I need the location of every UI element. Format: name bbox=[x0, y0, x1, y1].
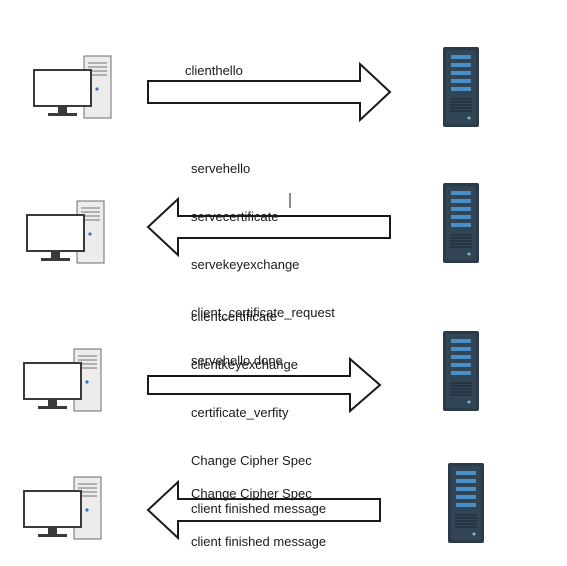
client-computer-icon bbox=[23, 476, 102, 540]
message-label: servehello done bbox=[191, 353, 283, 368]
arrow-to-server bbox=[147, 61, 392, 123]
client-computer-icon bbox=[23, 348, 102, 412]
arrow-to-client bbox=[146, 196, 391, 258]
message-label: Change Cipher Spec bbox=[191, 453, 312, 468]
message-label: servehello bbox=[191, 161, 251, 176]
step-2-messages: servehello servecertificate servekeyexch… bbox=[191, 129, 335, 385]
client-computer-icon bbox=[26, 200, 105, 264]
step-3-messages: clientcertificate clientkeyexchange cert… bbox=[191, 277, 326, 533]
step-1-messages: clienthello bbox=[185, 31, 243, 95]
message-label: client finished message bbox=[191, 534, 327, 549]
message-label: servekeyexchange bbox=[191, 257, 300, 272]
server-icon bbox=[442, 182, 480, 264]
server-icon bbox=[442, 46, 480, 128]
step-4-messages: Change Cipher Spec client finished messa… bbox=[191, 454, 326, 566]
arrow-to-client bbox=[146, 479, 381, 541]
message-label: clientkeyexchange bbox=[191, 357, 298, 372]
message-label: servecertificate bbox=[191, 209, 279, 224]
client-computer-icon bbox=[33, 55, 112, 119]
message-label: Change Cipher Spec bbox=[191, 486, 312, 501]
message-label: clientcertificate bbox=[191, 309, 277, 324]
server-icon bbox=[442, 330, 480, 412]
message-label: certificate_verfity bbox=[191, 405, 289, 420]
arrow-to-server bbox=[147, 356, 382, 414]
message-label: clienthello bbox=[185, 63, 243, 78]
message-label: client finished message bbox=[191, 501, 327, 516]
message-label: client_certificate_request bbox=[191, 305, 335, 320]
server-icon bbox=[447, 462, 485, 544]
